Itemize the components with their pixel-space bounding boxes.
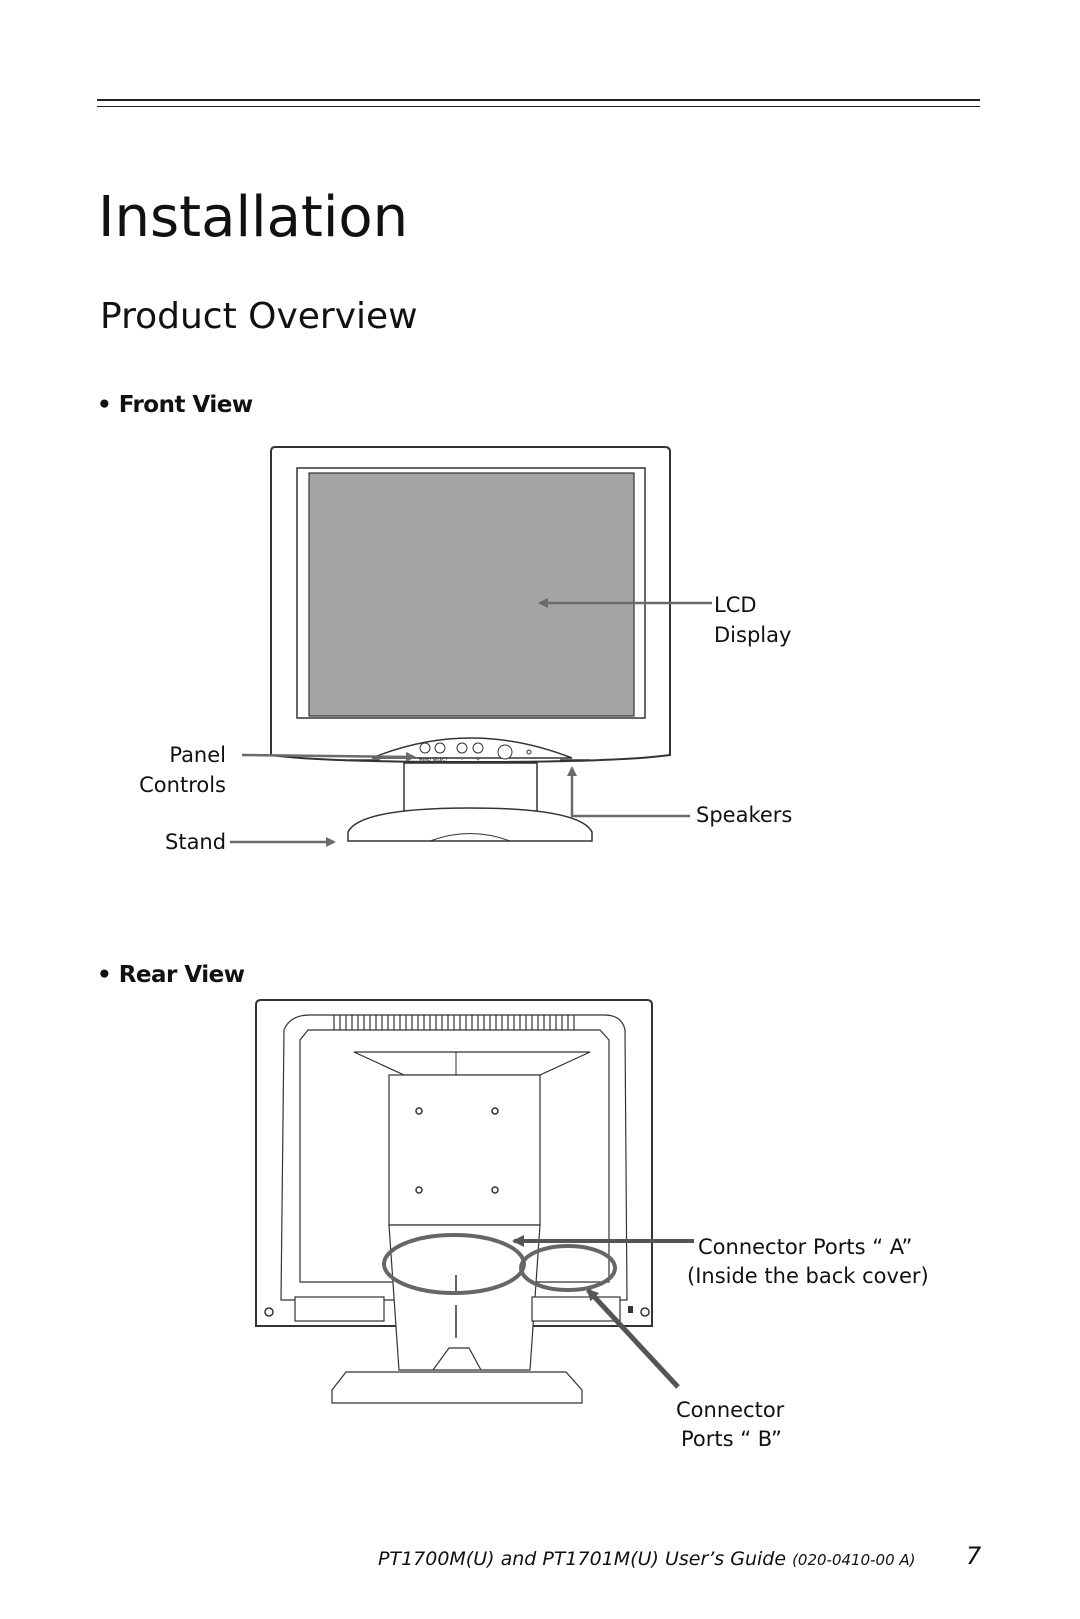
page-title: Installation bbox=[98, 185, 409, 250]
panel-controls-arrow bbox=[241, 751, 416, 762]
speakers-arrow bbox=[567, 766, 690, 818]
lcd-screen bbox=[308, 472, 635, 717]
power-button-icon bbox=[497, 744, 513, 760]
footer-guide-name: PT1700M(U) and PT1701M(U) User’s Guide bbox=[378, 1548, 787, 1570]
rear-stand-lower bbox=[388, 1224, 541, 1371]
section-title: Product Overview bbox=[100, 296, 418, 337]
menu-button-icon bbox=[419, 742, 431, 754]
screw-left-icon bbox=[264, 1307, 274, 1317]
button-caption: MENU bbox=[419, 757, 431, 762]
rear-stand-base bbox=[331, 1371, 583, 1404]
control-panel bbox=[371, 737, 573, 759]
stand-label: Stand bbox=[165, 830, 227, 854]
plus-button-icon bbox=[472, 742, 484, 754]
button-caption: – bbox=[461, 757, 463, 762]
port-a-label-line2: (Inside the back cover) bbox=[687, 1264, 929, 1288]
page-number: 7 bbox=[966, 1542, 982, 1570]
footer-guide-title: PT1700M(U) and PT1701M(U) User’s Guide (… bbox=[378, 1548, 916, 1570]
screw-right-icon bbox=[640, 1307, 650, 1317]
minus-button-icon bbox=[456, 742, 468, 754]
rear-stand-column bbox=[388, 1074, 541, 1226]
port-b-label-line2: Ports “ B” bbox=[681, 1427, 782, 1451]
lock-icon bbox=[628, 1306, 633, 1313]
front-view-heading: • Front View bbox=[97, 392, 253, 418]
panel-controls-label: Panel Controls bbox=[139, 743, 226, 797]
button-caption: SELECT bbox=[432, 757, 448, 762]
select-button-icon bbox=[434, 742, 446, 754]
port-b-label-line1: Connector bbox=[676, 1398, 785, 1422]
rear-vents bbox=[333, 1015, 575, 1030]
power-led-icon bbox=[526, 749, 532, 755]
lcd-label: LCD Display bbox=[714, 593, 792, 647]
stand-base bbox=[347, 807, 593, 842]
stand-neck bbox=[403, 762, 538, 812]
footer-doc-code: (020-0410-00 A) bbox=[792, 1551, 916, 1569]
port-a-highlight bbox=[382, 1233, 526, 1295]
header-rule-top bbox=[97, 99, 980, 101]
port-b-highlight bbox=[519, 1244, 617, 1292]
rear-view-heading: • Rear View bbox=[97, 962, 245, 988]
header-rule-bottom bbox=[97, 106, 980, 107]
port-b-arrow bbox=[586, 1288, 680, 1389]
speakers-label: Speakers bbox=[696, 803, 793, 827]
port-a-label-line1: Connector Ports “ A” bbox=[698, 1235, 913, 1259]
button-caption: + bbox=[476, 757, 479, 762]
